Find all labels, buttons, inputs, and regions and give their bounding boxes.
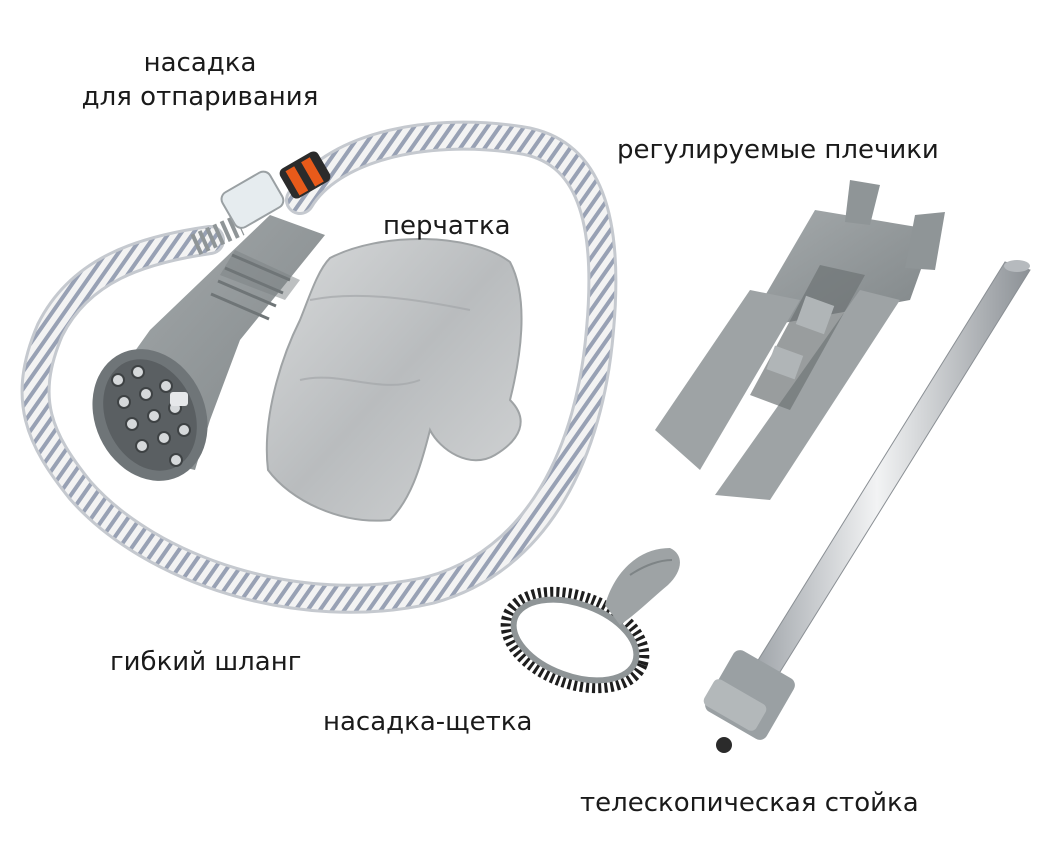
hose-connector bbox=[220, 151, 331, 229]
label-hanger: регулируемые плечики bbox=[617, 135, 939, 165]
glove bbox=[265, 237, 523, 522]
steam-nozzle bbox=[92, 215, 325, 481]
flexible-hose bbox=[20, 120, 618, 614]
label-glove: перчатка bbox=[383, 211, 511, 241]
adjustable-hanger bbox=[655, 180, 945, 500]
label-steam-nozzle-line2: для отпаривания bbox=[81, 82, 319, 112]
label-pole: телескопическая стойка bbox=[580, 788, 919, 818]
label-brush: насадка-щетка bbox=[323, 707, 533, 737]
label-steam-nozzle: насадка для отпаривания bbox=[50, 46, 350, 114]
telescopic-pole bbox=[703, 260, 1031, 753]
brush-attachment bbox=[500, 548, 680, 694]
label-hose: гибкий шланг bbox=[110, 647, 302, 677]
label-steam-nozzle-line1: насадка bbox=[143, 48, 257, 78]
